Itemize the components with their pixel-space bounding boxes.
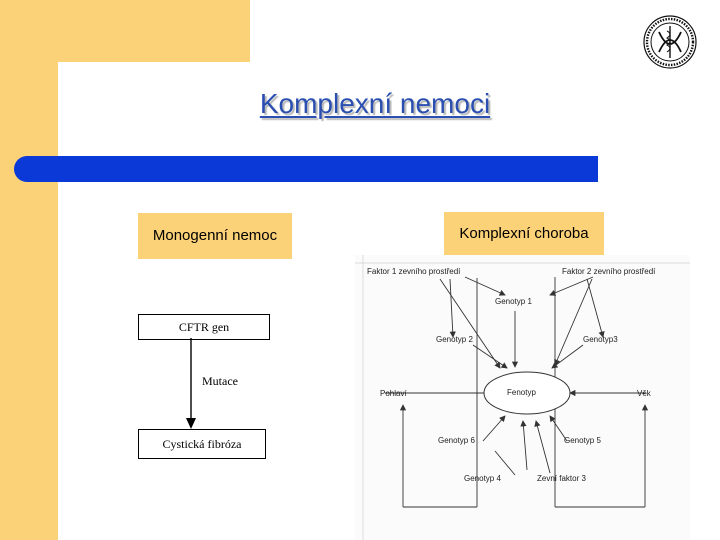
monogenic-heading: Monogenní nemoc [138,213,292,259]
complex-disease-diagram: Faktor 1 zevního prostředí Faktor 2 zevn… [355,255,690,540]
mutation-label: Mutace [202,374,238,388]
factor3-label: Zevní faktor 3 [537,474,586,483]
disease-box: Cystická fibróza [138,429,266,459]
factor2-label: Faktor 2 zevního prostředí [562,267,656,276]
sidebar-yellow-strip [0,0,58,540]
genotype5-label: Genotyp 5 [564,436,601,445]
phenotype-label: Fenotyp [507,388,536,397]
genotype3-label: Genotyp3 [583,335,618,344]
mutation-arrow [186,338,196,429]
genotype2-label: Genotyp 2 [436,335,473,344]
title-divider-bar [14,156,598,182]
university-seal-icon [643,15,697,69]
slide-title: Komplexní nemoci [259,88,491,119]
factor1-label: Faktor 1 zevního prostředí [367,267,461,276]
genotype4-label: Genotyp 4 [464,474,501,483]
age-label: Věk [637,389,652,398]
complex-heading: Komplexní choroba [444,212,604,258]
genotype1-label: Genotyp 1 [495,297,532,306]
genotype6-label: Genotyp 6 [438,436,475,445]
sex-label: Pohlaví [380,389,407,398]
gene-box: CFTR gen [138,314,270,340]
